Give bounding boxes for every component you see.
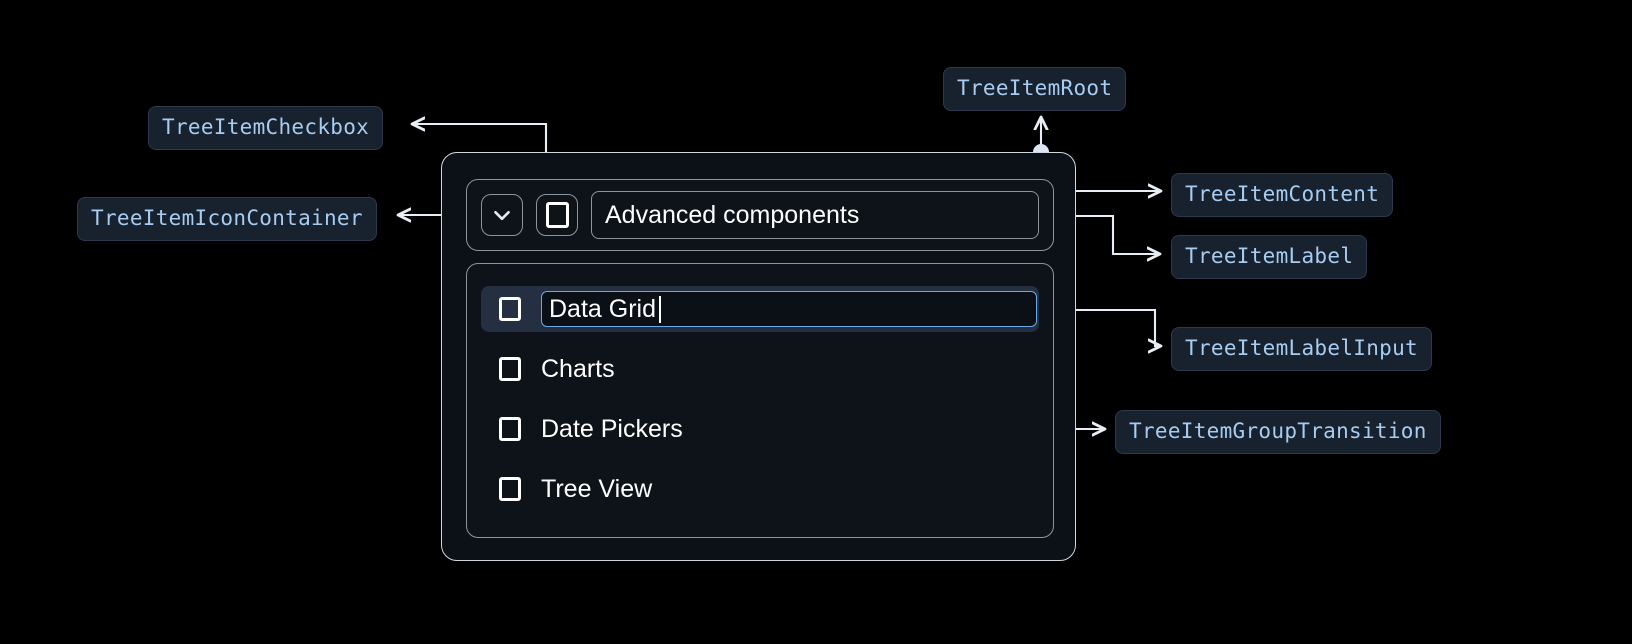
tree-item-icon-container[interactable] [481, 194, 523, 236]
annotation-chip-tree-item-icon-container: TreeItemIconContainer [77, 197, 377, 241]
checkbox-unchecked-icon[interactable] [499, 417, 521, 441]
tree-item-label-text: Charts [541, 354, 615, 383]
checkbox-unchecked-icon[interactable] [499, 357, 521, 381]
chevron-down-icon [494, 210, 510, 221]
tree-item-label-input-value: Data Grid [549, 294, 656, 323]
checkbox-unchecked-icon[interactable] [499, 477, 521, 501]
annotation-chip-tree-item-label: TreeItemLabel [1171, 235, 1368, 279]
tree-item-label-text: Tree View [541, 474, 653, 503]
annotation-chip-tree-item-group-transition: TreeItemGroupTransition [1115, 410, 1441, 454]
annotation-chip-tree-item-checkbox: TreeItemCheckbox [148, 106, 384, 150]
tree-item-group-transition: Data Grid Charts Date Pickers Tree View [466, 263, 1054, 538]
tree-item-checkbox[interactable] [536, 194, 578, 236]
tree-item-content[interactable]: Advanced components [466, 179, 1054, 251]
tree-item-label-text: Advanced components [605, 200, 860, 229]
tree-item-label[interactable]: Advanced components [591, 191, 1039, 239]
checkbox-unchecked-icon [545, 202, 569, 228]
tree-item-label-input[interactable]: Data Grid [541, 291, 1037, 327]
annotation-chip-tree-item-content: TreeItemContent [1171, 173, 1394, 217]
annotation-chip-tree-item-root: TreeItemRoot [943, 67, 1127, 111]
tree-item-row-tree-view[interactable]: Tree View [481, 466, 1039, 512]
tree-item-label-text: Date Pickers [541, 414, 683, 443]
checkbox-unchecked-icon[interactable] [499, 297, 521, 321]
tree-item-row-charts[interactable]: Charts [481, 346, 1039, 392]
tree-item-root[interactable]: Advanced components Data Grid Charts Dat… [441, 152, 1076, 561]
tree-item-row-date-pickers[interactable]: Date Pickers [481, 406, 1039, 452]
tree-item-row-data-grid[interactable]: Data Grid [481, 286, 1039, 332]
annotation-chip-tree-item-label-input: TreeItemLabelInput [1171, 327, 1432, 371]
text-caret [658, 295, 661, 323]
